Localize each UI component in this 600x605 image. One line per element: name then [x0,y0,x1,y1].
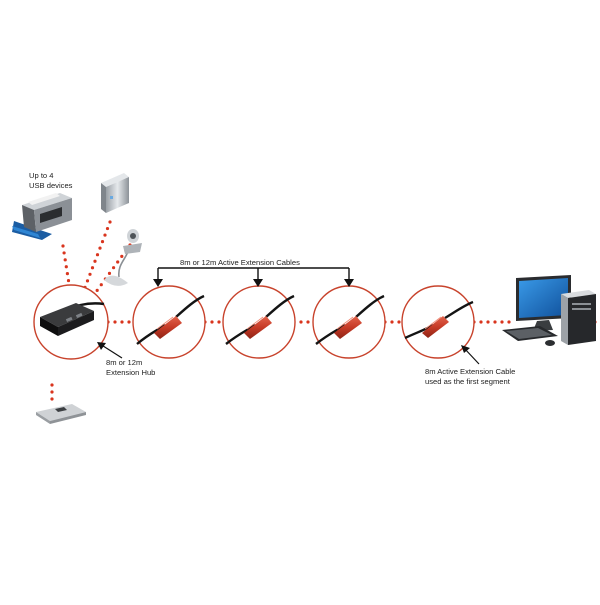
cables-label: 8m or 12m Active Extension Cables [180,258,300,268]
dots-printer [61,244,72,292]
devices-label-line2: USB devices [29,180,73,190]
device-pad-icon [36,404,86,424]
cables-label-text: 8m or 12m Active Extension Cables [180,258,300,267]
bracket-arrowheads [153,279,354,287]
webcam-icon [104,229,142,286]
hub-circle [33,284,109,360]
hub-pointer-arrow [97,342,123,359]
dots-webcam [94,243,132,294]
devices-label-line1: Up to 4 [29,171,54,180]
extension-cable-circle-1 [132,285,206,359]
extension-cable-icon [404,300,474,340]
first-segment-pointer-arrow [461,345,480,365]
extension-cable-icon [136,294,205,345]
desktop-computer-icon [502,275,596,346]
extension-cable-circle-2 [222,285,296,359]
extension-cable-circle-4 [401,285,475,359]
cables-bracket [157,267,350,281]
extension-cable-icon [315,294,385,345]
extension-cable-circle-3 [312,285,386,359]
first-segment-label: 8m Active Extension Cable used as the fi… [425,367,515,386]
first-segment-label-line2: used as the first segment [425,376,510,386]
printer-icon [12,193,72,240]
hub-label-line2: Extension Hub [106,367,156,377]
hub-label-line1: 8m or 12m [106,358,143,367]
extension-cable-icon [225,294,295,345]
hub-label: 8m or 12m Extension Hub [106,358,155,377]
first-segment-label-line1: 8m Active Extension Cable [425,367,516,376]
dots-drive [82,220,112,292]
external-drive-icon [101,173,129,213]
devices-label: Up to 4 USB devices [29,171,72,190]
hub-icon [40,302,105,336]
